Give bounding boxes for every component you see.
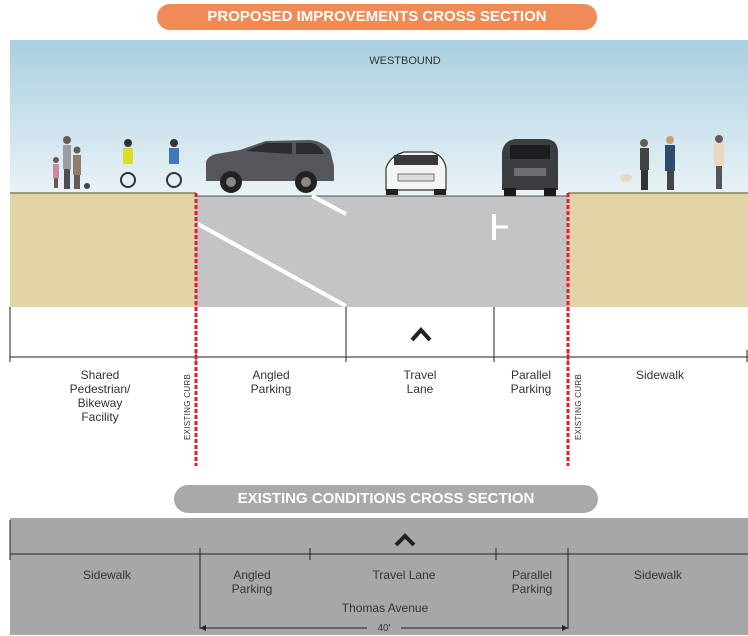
existing-curb-label-left: EXISTING CURB <box>183 373 192 440</box>
chevron-up-icon <box>394 533 416 547</box>
existing-title-banner: EXISTING CONDITIONS CROSS SECTION <box>174 485 598 513</box>
pedestrians-right <box>620 135 724 190</box>
angled-stripe-1 <box>197 222 347 308</box>
existing-curb-label-right: EXISTING CURB <box>574 373 583 440</box>
proposed-segment-shared-facility: Shared Pedestrian/ Bikeway Facility <box>69 368 131 424</box>
proposed-segment-sidewalk: Sidewalk <box>635 368 685 382</box>
existing-title: EXISTING CONDITIONS CROSS SECTION <box>237 490 535 507</box>
direction-label: WESTBOUND <box>369 55 441 67</box>
proposed-segment-parallel-parking: Parallel Parking <box>510 368 552 396</box>
sky <box>10 40 748 196</box>
existing-segment-angled-parking: Angled Parking <box>231 568 273 596</box>
white-car-rear-view <box>385 151 447 195</box>
proposed-title: PROPOSED IMPROVEMENTS CROSS SECTION <box>207 8 547 25</box>
angled-stripe-2 <box>311 194 347 216</box>
existing-segment-travel-lane: Travel Lane <box>372 568 436 582</box>
existing-cross-section <box>9 518 748 635</box>
street-name: Thomas Avenue <box>341 601 429 615</box>
street-width-label: 40' <box>377 623 391 634</box>
dark-suv-rear-view <box>502 139 558 196</box>
existing-segment-parallel-parking: Parallel Parking <box>511 568 553 596</box>
existing-segment-sidewalk-right: Sidewalk <box>633 568 683 582</box>
right-ground <box>568 193 748 307</box>
proposed-title-banner: PROPOSED IMPROVEMENTS CROSS SECTION <box>157 4 597 30</box>
proposed-segment-angled-parking: Angled Parking <box>250 368 292 396</box>
proposed-cross-section <box>9 40 748 466</box>
chevron-up-icon <box>410 327 432 342</box>
roadway <box>196 196 568 307</box>
proposed-segment-travel-lane: Travel Lane <box>403 368 437 396</box>
pedestrians-left <box>53 136 90 189</box>
suv-side-view <box>206 140 334 193</box>
existing-segment-sidewalk-left: Sidewalk <box>82 568 132 582</box>
cyclists <box>120 139 182 188</box>
left-ground <box>10 193 196 307</box>
